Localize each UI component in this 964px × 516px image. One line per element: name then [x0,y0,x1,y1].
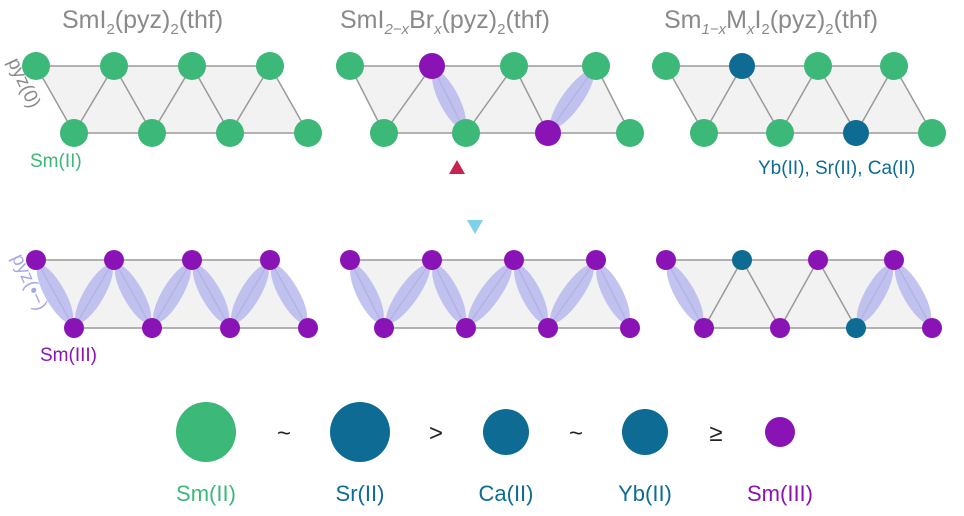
title-smi2-xbrx: SmI2−xBrx(pyz)2(thf) [340,6,550,38]
metal-ion [918,119,946,147]
legend-label-sm2: Sm(II) [176,481,236,506]
pyz-radical-lobe [666,265,704,323]
metal-ion [766,119,794,147]
pyz-radical-lobe [36,265,74,323]
sm2-chain-label: Sm(II) [30,151,82,172]
metal-ion [138,119,166,147]
metal-ion [808,250,828,270]
legend-label-ca2: Ca(II) [478,481,534,506]
pyz-radical-lobe [856,265,894,323]
chain-panel [656,250,942,338]
metal-ion [370,119,398,147]
pyz-radical-lobe [350,265,384,323]
pyz-radical-lobe [432,265,466,323]
metal-ion [880,52,908,80]
legend-sm3-circle [765,417,795,447]
metal-ion [922,318,942,338]
legend-label-sr2: Sr(II) [335,481,385,506]
pyz-bond [703,259,743,329]
pyz-bond [779,259,819,329]
pyz-radical-lobe [386,264,430,324]
metal-ion [60,119,88,147]
metal-ion [884,250,904,270]
metal-ion [374,318,394,338]
metal-ion [586,250,606,270]
metal-ion [729,53,755,79]
metal-ion [336,52,364,80]
legend-relation-symbol: ~ [569,420,583,447]
pyz-radical-lobe [231,264,269,324]
metal-ion [620,318,640,338]
title-smi2: SmI2(pyz)2(thf) [62,6,224,38]
pyz-radical-lobe [432,70,466,129]
chain-panel [340,250,640,338]
pyz-radical-lobe [550,70,594,129]
pyz-radical-lobe [894,265,932,323]
chain-panel [652,52,946,147]
reversible-arrows-icon [449,160,483,234]
metal-ion [452,119,480,147]
metal-ion [182,250,202,270]
legend-ca2-circle [483,409,529,455]
metal-ion [652,52,680,80]
metal-ion [422,250,442,270]
metal-ion [843,120,869,146]
metal-ion [535,120,561,146]
sm3-chain-label: Sm(III) [40,345,97,366]
metal-ion [694,318,714,338]
metal-ion [804,52,832,80]
pyz-radical-lobe [153,264,191,324]
metal-ion [419,53,445,79]
title-sm1-xmxi2: Sm1−xMxI2(pyz)2(thf) [664,6,879,38]
pyz-bond [741,259,781,329]
metal-ion [538,318,558,338]
metal-ion [500,52,528,80]
chain-panel [22,52,322,147]
pyz-radical-lobe [514,265,548,323]
chain-panel [336,52,644,147]
metal-ion [256,52,284,80]
metal-ion [846,318,866,338]
metal-ion [616,119,644,147]
legend-sm2-circle [176,402,236,462]
metal-ion [216,119,244,147]
metal-ion [456,318,476,338]
metal-ion [104,250,124,270]
metal-ion [294,119,322,147]
metal-ion [100,52,128,80]
metal-ion [732,250,752,270]
legend-relation-symbol: ~ [277,420,291,447]
metal-ion [298,318,318,338]
pyz-radical-lobe [468,264,512,324]
pyz-radical-lobe [75,264,113,324]
metal-ion [690,119,718,147]
legend-label-yb2: Yb(II) [618,481,672,506]
metal-ion [340,250,360,270]
pyz-radical-lobe [550,264,594,324]
metal-ion [770,318,790,338]
legend-yb2-circle [622,409,668,455]
dopants-label: Yb(II), Sr(II), Ca(II) [758,158,916,179]
legend-sr2-circle [330,402,390,462]
legend-label-sm3: Sm(III) [747,481,813,506]
pyz-radical-lobe [114,265,152,323]
chain-panel [26,250,318,338]
metal-ion [64,318,84,338]
pyz-radical-lobe [192,265,230,323]
metal-ion [220,318,240,338]
legend-relation-symbol: ≥ [709,420,722,447]
metal-ion [504,250,524,270]
legend-relation-symbol: > [429,420,443,447]
metal-ion [142,318,162,338]
pyz-radical-lobe [270,265,308,323]
metal-ion [260,250,280,270]
metal-ion [656,250,676,270]
pyz-bond [817,259,857,329]
pyz-radical-lobe [596,265,630,323]
metal-ion [178,52,206,80]
metal-ion [22,52,50,80]
metal-ion [26,250,46,270]
metal-ion [582,52,610,80]
